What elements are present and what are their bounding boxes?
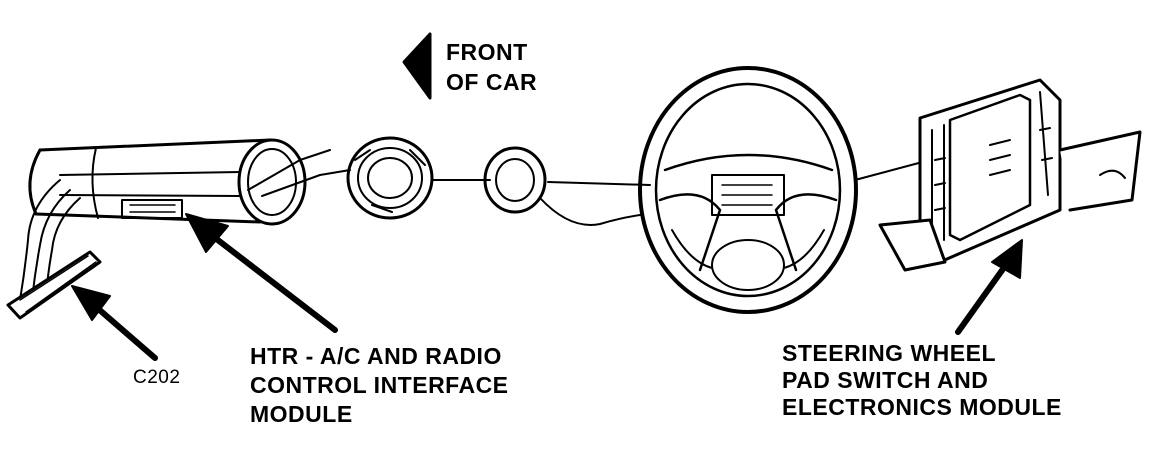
pad-module-label: STEERING WHEEL PAD SWITCH AND ELECTRONIC…: [782, 340, 1062, 421]
swp-label-line-1: STEERING WHEEL: [782, 340, 997, 366]
pad-module-arrow: [955, 239, 1023, 335]
steering-wheel-pad-module: [878, 78, 1142, 272]
c202-connector: [6, 179, 102, 320]
front-arrow-icon: [402, 32, 432, 100]
front-label-line-2: OF CAR: [446, 69, 538, 95]
control-interface-module: [121, 199, 183, 219]
htr-label-line-1: HTR - A/C AND RADIO: [250, 343, 502, 369]
clock-spring-coil: [346, 136, 434, 220]
htr-module-label: HTR - A/C AND RADIO CONTROL INTERFACE MO…: [250, 342, 509, 429]
hub-connector: [483, 146, 641, 226]
htr-module-arrow: [185, 213, 338, 333]
c202-label: C202: [133, 367, 181, 388]
swp-label-line-3: ELECTRONICS MODULE: [782, 394, 1062, 420]
steering-wheel: [638, 66, 858, 314]
swp-label-line-2: PAD SWITCH AND: [782, 367, 989, 393]
front-of-car-label: FRONT OF CAR: [446, 37, 537, 97]
htr-label-line-2: CONTROL INTERFACE: [250, 372, 509, 398]
steering-column: [28, 138, 351, 226]
front-label-line-1: FRONT: [446, 39, 528, 65]
htr-label-line-3: MODULE: [250, 401, 353, 427]
c202-arrow: [71, 285, 158, 361]
